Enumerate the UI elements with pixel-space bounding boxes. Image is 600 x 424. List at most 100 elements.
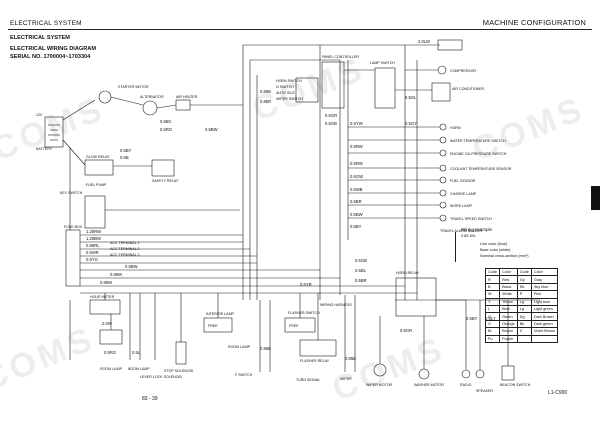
table-cell: Violet Brown (530, 327, 559, 336)
component-label: HORN (450, 126, 461, 130)
component-label: ACC TERMINAL 2 (110, 247, 140, 251)
table-cell: R (484, 275, 501, 284)
component-label: GLOW RELAY (86, 155, 110, 159)
component-label: TRAVEL ALARM BUZZER (440, 229, 483, 233)
wire-label: 0.5GB (325, 121, 337, 126)
component-label: STARTER MOTOR (118, 85, 149, 89)
component-label: BOOM LAMP (128, 367, 150, 371)
component-label: ENGINE OIL PRESSURE SWITCH (450, 152, 507, 156)
switch-bank-symbol (295, 77, 319, 103)
work-lamp-symbol (439, 201, 447, 209)
wiring-cross-section: Nominal cross-section (mm²) (480, 254, 529, 258)
alternator-symbol (142, 100, 158, 116)
component-label: FREE (289, 324, 299, 328)
component-label: HORN SWITCH (276, 79, 302, 83)
table-cell: Pink (530, 290, 559, 299)
table-header: Color (530, 267, 559, 277)
component-label: FUEL SENSOR (450, 179, 476, 183)
flasher-relay-symbol (299, 339, 337, 357)
wire-label: 0.85W (100, 280, 112, 285)
wire-label: 0.5BY (350, 224, 362, 229)
table-header-row: Code Color Code Color (484, 267, 559, 277)
wire-label: 0.85B (260, 346, 271, 351)
component-label: BEACON SWITCH (500, 383, 531, 387)
wire-harness-lines (44, 39, 540, 381)
component-label: WATER TEMPERATURE SWITCH (450, 139, 506, 143)
table-cell: Lg (516, 297, 532, 306)
table-cell: Br (484, 327, 501, 336)
component-label: LEVER LOCK SOLENOID (140, 375, 183, 379)
table-cell (530, 334, 559, 343)
wire-label: 1.25BW (86, 236, 101, 241)
wire-label: 0.85W (110, 272, 122, 277)
charge-lamp-symbol (439, 189, 447, 197)
table-header: Code (516, 267, 532, 277)
air-conditioner-symbol (431, 82, 451, 102)
table-cell: Pu (484, 334, 501, 343)
wire-label: 0.5RG (104, 350, 116, 355)
component-label: WASHER MOTOR (414, 383, 444, 387)
wiring-example-title: Wiring example (461, 227, 493, 232)
starter-motor-symbol (98, 90, 112, 104)
wire-label: 1.25RW (86, 229, 101, 234)
table-header: Code (484, 267, 501, 277)
table-cell: Light blue (530, 297, 559, 306)
lamp-switch-symbol (374, 67, 396, 109)
component-label: CHARGE LAMP (450, 192, 477, 196)
panel-controller-symbol (321, 61, 345, 109)
component-label: WIPER (340, 377, 352, 381)
serial-number: SERIAL NO. 1700004~1703304 (10, 54, 91, 60)
component-label: PANEL CONTROLLER (322, 55, 359, 59)
key-switch-symbol (84, 195, 106, 229)
wire-label: 0.5BY (466, 316, 478, 321)
wiring-example-bracket (455, 232, 500, 262)
wire-label: 2.0LW (418, 39, 430, 44)
component-label: BATTERY (36, 147, 53, 151)
wire-label: 0.5BW (350, 212, 363, 217)
travel-speed-symbol (439, 214, 447, 222)
component-label: ROOM LAMP (228, 345, 251, 349)
wiring-line-color: Line color (blue) (480, 242, 508, 246)
wiper-motor-symbol (373, 363, 387, 377)
component-label: WIRING HARNESS (320, 303, 352, 307)
fuel-sensor-symbol (439, 176, 447, 184)
wire-label: 0.5GL (405, 95, 417, 100)
table-cell: Green (499, 312, 518, 321)
wire-label: 0.5GR (325, 113, 337, 118)
wiring-base-color: Base color (white) (480, 248, 511, 252)
component-label: FREE (208, 324, 218, 328)
component-label: FLASHER RELAY (300, 359, 330, 363)
wire-label: 0.5WB (350, 187, 363, 192)
component-label: N SWITCH (276, 85, 294, 89)
wire-label-group: 2.0LW 0.85B 0.85R 0.85G 0.5RG 0.5BW 0.5B… (86, 39, 496, 361)
table-cell: Black (499, 282, 518, 292)
component-label: F SWITCH (235, 373, 253, 377)
table-cell: Orange (499, 319, 518, 329)
wire-label: 0.5YW (350, 121, 363, 126)
hour-meter-symbol (89, 299, 121, 315)
wire-label: 0.5GR (400, 328, 412, 333)
wire-label: 0.5YG (86, 257, 98, 262)
wire-label: 0.5GB (355, 258, 367, 263)
component-label: LAMP SWITCH (370, 61, 395, 65)
table-cell: Purple (499, 334, 518, 343)
water-temp-switch-symbol (439, 136, 447, 144)
header-left: ELECTRICAL SYSTEM (10, 20, 82, 27)
wire-label: 0.85RL (86, 243, 100, 248)
beacon-switch-symbol (501, 365, 515, 381)
lever-lock-symbol (175, 341, 187, 365)
table-cell: Brown (499, 327, 518, 336)
wire-label: 0.5B (120, 155, 129, 160)
wire-label: 0.5L (132, 350, 141, 355)
table-cell: Dg (516, 312, 532, 321)
wire-label: 0.85B (260, 89, 271, 94)
safety-relay-symbol (151, 159, 175, 177)
